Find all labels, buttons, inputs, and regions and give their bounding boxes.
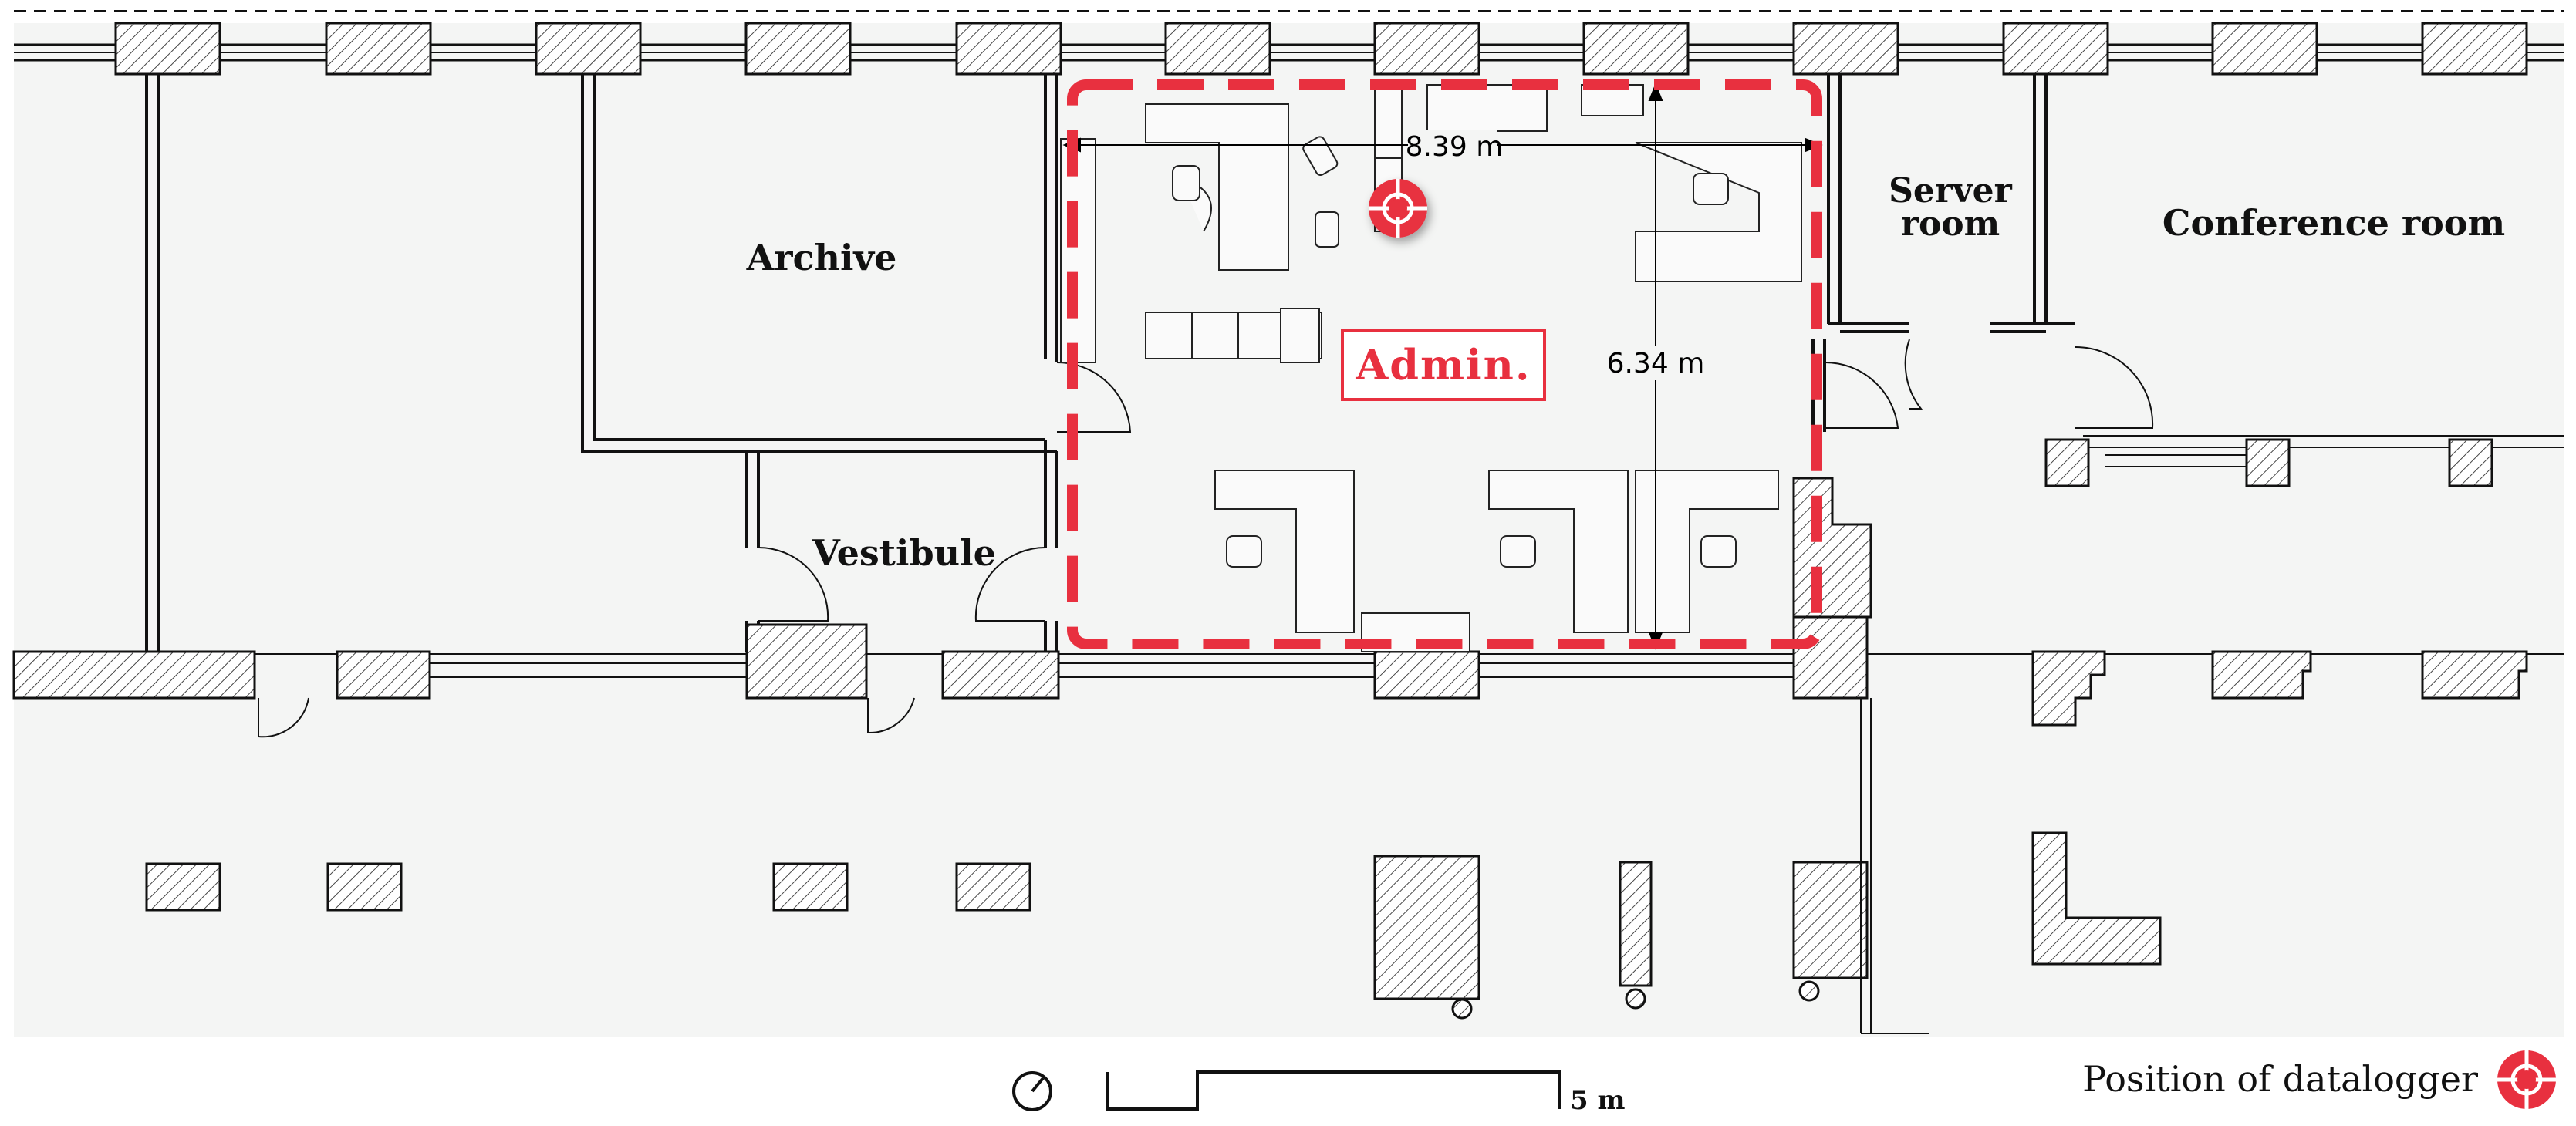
height-dimension-bg <box>1605 346 1709 380</box>
admin-room-label: Admin. <box>1355 340 1531 389</box>
admin-furniture <box>1060 84 1802 652</box>
server-room-label-line2: room <box>1901 204 2000 244</box>
legend-label: Position of datalogger <box>2082 1058 2478 1100</box>
corridor-windows <box>430 454 2247 1034</box>
admin-label-box <box>1341 329 1546 401</box>
interior-walls <box>14 74 2564 655</box>
vestibule-room-label: Vestibule <box>812 532 996 574</box>
doors <box>258 339 2154 738</box>
datalogger-marker-icon <box>1369 179 1427 238</box>
width-dimension-bg <box>1408 130 1497 160</box>
legend-datalogger-icon <box>2497 1050 2556 1109</box>
scale-bar-label: 5 m <box>1570 1085 1625 1116</box>
admin-highlight-outline <box>1067 79 1822 649</box>
top-pillars <box>114 22 2528 76</box>
server-room-label-line1: Server <box>1889 171 2013 211</box>
height-dimension-label: 6.34 m <box>1607 348 1705 379</box>
conference-room-label: Conference room <box>2162 202 2505 244</box>
lower-pillars <box>145 831 2162 1020</box>
archive-room-label: Archive <box>746 237 897 278</box>
width-dimension-label: 8.39 m <box>1406 131 1504 163</box>
top-exterior-wall <box>14 10 2564 62</box>
scale-bar <box>1106 1070 1561 1111</box>
north-arrow-icon <box>1012 1071 1052 1111</box>
